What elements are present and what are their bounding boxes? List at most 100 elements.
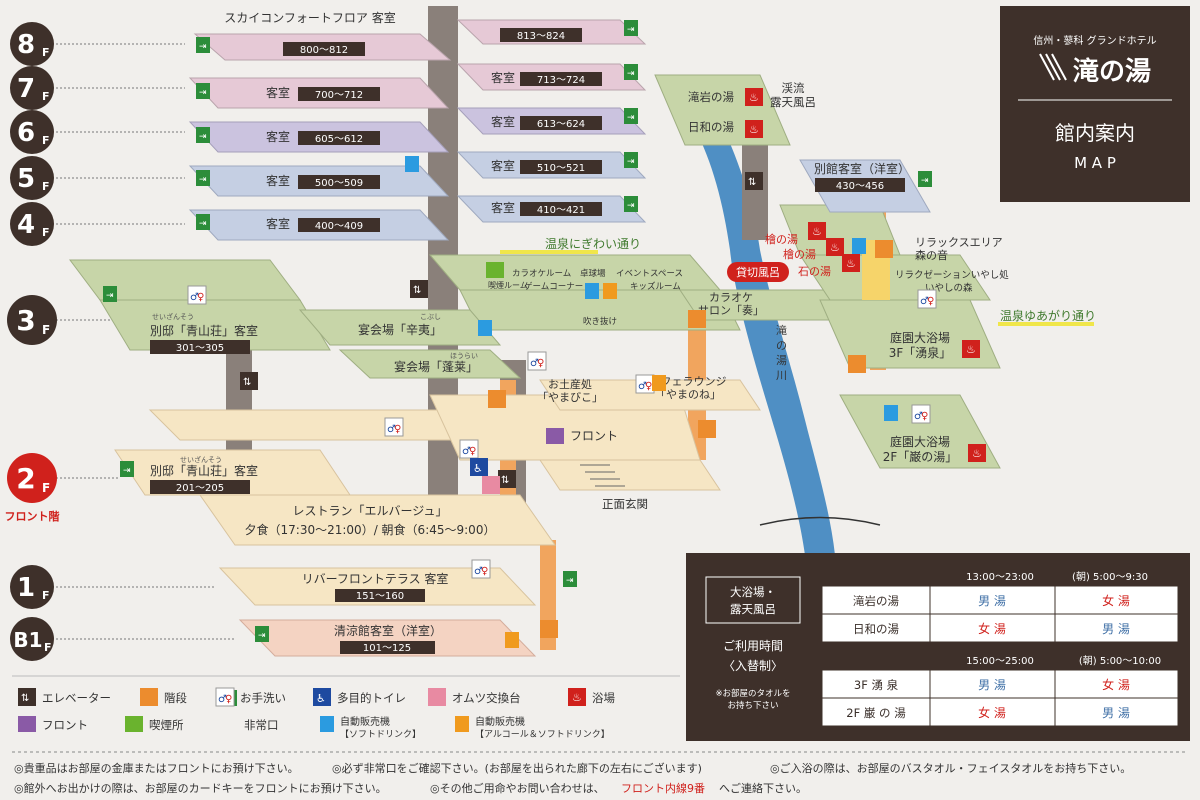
room-label-605[interactable]: 605～612: [315, 134, 363, 145]
hiyori-label[interactable]: 日和の湯: [688, 120, 734, 134]
room-label-410[interactable]: 410～421: [537, 205, 585, 216]
room-label-500[interactable]: 500～509: [315, 178, 363, 189]
floor-circle-2f[interactable]: 2 F: [7, 453, 57, 503]
vending-soft-icon: [478, 320, 492, 336]
legend-accessible: 多目的トイレ: [337, 691, 406, 705]
vending-soft-icon: [852, 238, 866, 254]
elevator-icon: [410, 280, 428, 298]
accessible-glyph-legend: ♿: [316, 692, 326, 705]
floor-1f: [218, 567, 537, 606]
horai-ruby: ほうらい: [450, 352, 478, 360]
bath-icon: [968, 444, 986, 462]
room-label-800[interactable]: 800～812: [300, 45, 348, 56]
room-label-400[interactable]: 400～409: [315, 221, 363, 232]
room-box-500: [298, 175, 380, 189]
vending-alcohol-icon: [455, 716, 469, 732]
kobushi-label[interactable]: 宴会場「辛夷」: [358, 322, 442, 337]
emergency-exit-icon: [918, 171, 932, 187]
floor-label-3f: 3: [16, 304, 35, 337]
floor-circle-5f[interactable]: 5 F: [10, 156, 54, 200]
front-desk-label[interactable]: フロント: [570, 429, 618, 443]
svg-text:♂: ♂: [190, 292, 199, 303]
vending-soft-icon: [405, 156, 419, 172]
bath-icon: [826, 238, 844, 256]
smoking-room-label: 喫煙ルーム: [488, 280, 528, 290]
emergency-exit-icon: [624, 20, 638, 36]
floor-label-1f: 1: [17, 573, 35, 603]
karaoke-salon-label[interactable]: カラオケ: [709, 291, 753, 304]
floor-circle-7f[interactable]: 7 F: [10, 66, 54, 110]
hinoki-label[interactable]: 檜の湯: [765, 232, 798, 246]
floor-2f-restaurant: [199, 494, 556, 546]
floor-suffix-2f: F: [42, 481, 50, 495]
karaoke-salon-name[interactable]: サロン「奏」: [698, 304, 764, 317]
room-label-813[interactable]: 813～824: [517, 31, 565, 42]
map-subtitle: M A P: [1074, 154, 1116, 172]
kashikiri-label[interactable]: 貸切風呂: [736, 265, 780, 279]
room-box-700: [298, 87, 380, 101]
schedule-usage-2: 〈入替制〉: [723, 659, 783, 673]
restroom-icon: [917, 289, 937, 309]
teien-2f-label[interactable]: 庭園大浴場: [890, 434, 950, 449]
svg-text:⇅: ⇅: [501, 475, 509, 486]
room-label-700[interactable]: 700～712: [315, 90, 363, 101]
floor-circle-4f[interactable]: 4 F: [10, 202, 54, 246]
omiyage-label[interactable]: お土産処: [548, 378, 592, 391]
teien-2f-name[interactable]: 2F「巌の湯」: [883, 450, 958, 464]
iyashi-mori-label: いやしの森: [925, 282, 973, 294]
emergency-exit-icon: [196, 214, 210, 230]
kashikiri-badge[interactable]: [727, 262, 789, 282]
room-label-201[interactable]: 201～205: [176, 483, 224, 494]
floor-suffix-5f: F: [42, 180, 50, 193]
svg-text:⇅: ⇅: [243, 377, 251, 388]
floor-circle-6f[interactable]: 6 F: [10, 110, 54, 154]
mori-no-oto-label: 森の音: [915, 248, 948, 262]
seizanso-ruby-2f: せいざんそう: [180, 455, 222, 464]
svg-text:♀: ♀: [394, 424, 401, 435]
kyakushitsu-7f-right: 客室: [491, 70, 515, 85]
room-label-613[interactable]: 613～624: [537, 119, 585, 130]
room-box-510: [520, 160, 602, 174]
cafe-label[interactable]: カフェラウンジ: [650, 375, 727, 388]
hinoki2-label[interactable]: 檜の湯: [783, 247, 816, 261]
svg-text:⇅: ⇅: [21, 693, 29, 704]
svg-text:⇥: ⇥: [106, 291, 114, 301]
floor-circle-8f[interactable]: 8 F: [10, 22, 54, 66]
teien-3f-label[interactable]: 庭園大浴場: [890, 330, 950, 345]
room-label-151[interactable]: 151～160: [356, 591, 404, 602]
teien-3f-name[interactable]: 3F「湧泉」: [889, 346, 952, 360]
floor-label-4f: 4: [17, 210, 35, 240]
river-label-4: 川: [776, 369, 787, 382]
emergency-exit-icon: [103, 286, 117, 302]
ishi-label[interactable]: 石の湯: [798, 265, 831, 278]
takiiwa-label[interactable]: 滝岩の湯: [688, 90, 734, 104]
room-label-713[interactable]: 713～724: [537, 75, 585, 86]
room-label-101[interactable]: 101～125: [363, 643, 411, 654]
hotel-subtitle: 信州・蓼科 グランドホテル: [1033, 34, 1156, 47]
restaurant-label[interactable]: レストラン「エルバージュ」: [293, 504, 448, 518]
room-label-510[interactable]: 510～521: [537, 163, 585, 174]
svg-text:⇥: ⇥: [199, 42, 207, 52]
svg-text:♀: ♀: [225, 694, 232, 705]
floor-label-2f: 2: [16, 462, 35, 495]
schedule-title-box: [705, 576, 801, 624]
svg-text:♀: ♀: [197, 292, 204, 303]
floor-circle-b1f[interactable]: B1 F: [10, 617, 54, 661]
emergency-exit-icon: [624, 196, 638, 212]
room-label-301[interactable]: 301～305: [176, 343, 224, 354]
room-box-201: [150, 480, 250, 494]
sky-comfort-label: スカイコンフォートフロア 客室: [224, 10, 395, 25]
floor-circle-3f[interactable]: 3 F: [7, 295, 57, 345]
floor-circle-1f[interactable]: 1 F: [10, 565, 54, 609]
omiyage-name[interactable]: 「やまびこ」: [537, 391, 603, 404]
horai-label[interactable]: 宴会場「蓬莱」: [394, 359, 478, 374]
kobushi-ruby: こぶし: [420, 313, 441, 321]
emergency-exit-icon: [196, 83, 210, 99]
elevator-icon: [18, 688, 36, 706]
floor-suffix-6f: F: [42, 134, 50, 147]
emergency-exit-icon: [255, 626, 269, 642]
cafe-name[interactable]: 「やまのね」: [655, 388, 721, 401]
stairs-icon: [688, 310, 706, 328]
room-label-430[interactable]: 430～456: [836, 181, 884, 192]
legend-vending-alcohol: 自動販売機: [475, 715, 525, 728]
